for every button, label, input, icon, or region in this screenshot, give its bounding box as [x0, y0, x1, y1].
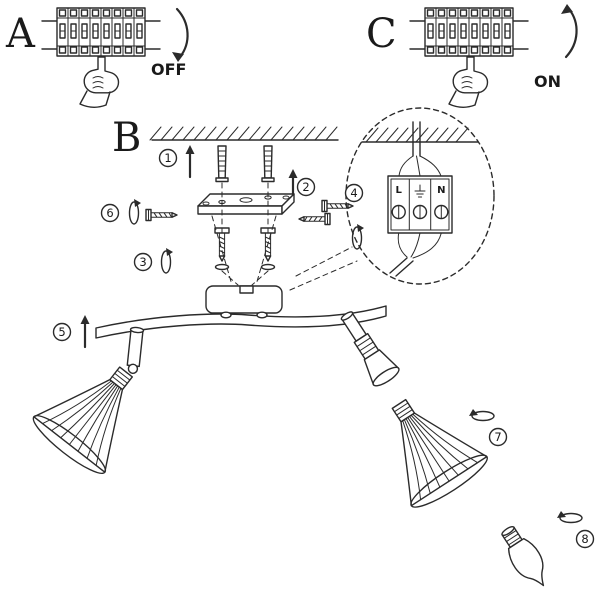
breaker-panel-c: [410, 8, 528, 56]
step-5-badge: 5: [52, 322, 72, 342]
alignment-dash-anchors: [221, 182, 269, 227]
section-c-label: C: [366, 11, 397, 57]
mounting-bracket: [197, 193, 295, 215]
wall-anchor-left: [215, 145, 229, 183]
inset-leader-lines: [289, 246, 358, 291]
svg-text:6: 6: [106, 206, 113, 220]
bracket-screw-right: [298, 212, 331, 226]
rotate-icon-step-8: [556, 510, 583, 524]
step-8-badge: 8: [575, 529, 595, 549]
washer-right: [260, 263, 276, 271]
alignment-dash-canopy: [211, 215, 277, 286]
fixture-cable: [389, 257, 414, 277]
switch-on-arrowhead: [561, 4, 573, 14]
section-b: B 6: [27, 107, 595, 587]
earth-symbol: [414, 184, 426, 198]
terminal-neutral-label: N: [437, 185, 445, 196]
terminal-live-label: L: [396, 185, 403, 196]
wiring-detail-inset: L N: [345, 107, 495, 285]
left-stem: [126, 326, 145, 374]
washer-left: [214, 263, 230, 271]
step-2-badge: 2: [296, 177, 316, 197]
svg-text:5: 5: [58, 325, 65, 339]
wall-anchor-right: [261, 145, 275, 183]
ceiling-hatch: [149, 126, 339, 141]
fixture-wires: [397, 232, 442, 259]
hand-pointing-icon-a: [79, 56, 120, 108]
supply-cable: [412, 121, 421, 157]
hand-pointing-icon-c: [448, 56, 489, 108]
ceiling-canopy: [205, 285, 283, 319]
svg-text:8: 8: [581, 532, 588, 546]
svg-text:2: 2: [302, 180, 309, 194]
rotate-icon-step-3: [160, 247, 174, 274]
rotate-icon-step-7: [468, 408, 495, 422]
breaker-panel-a: [42, 8, 160, 56]
supply-wires: [398, 155, 442, 177]
section-b-label: B: [112, 115, 141, 161]
lamp-shade-right: [360, 378, 493, 515]
rotate-icon-step-6: [128, 198, 142, 225]
lamp-shade-left: [27, 343, 163, 481]
svg-text:1: 1: [164, 151, 171, 165]
lamp-socket: [353, 332, 400, 387]
section-a-label: A: [5, 11, 36, 57]
svg-text:7: 7: [494, 430, 501, 444]
terminal-block: L N: [387, 175, 453, 234]
section-a: A OFF: [5, 7, 189, 108]
step-4-badge: 4: [344, 183, 364, 203]
bracket-screw-left: [145, 208, 178, 222]
step-5-arrow: [80, 315, 90, 349]
switch-off-arrow: [175, 7, 189, 59]
switch-off-arrowhead: [172, 52, 184, 62]
step-7-badge: 7: [488, 427, 508, 447]
step-3-badge: 3: [133, 252, 153, 272]
switch-on-arrow: [564, 7, 578, 59]
fixture-bar: [95, 305, 387, 339]
svg-text:4: 4: [350, 186, 357, 200]
svg-text:3: 3: [139, 255, 146, 269]
step-1-arrow: [185, 145, 195, 179]
off-label: OFF: [151, 60, 186, 79]
on-label: ON: [534, 72, 561, 91]
step-1-badge: 1: [158, 148, 178, 168]
light-bulb: [501, 525, 545, 587]
terminal-screw: [321, 199, 354, 213]
section-c: C ON: [366, 4, 578, 108]
step-6-badge: 6: [100, 203, 120, 223]
